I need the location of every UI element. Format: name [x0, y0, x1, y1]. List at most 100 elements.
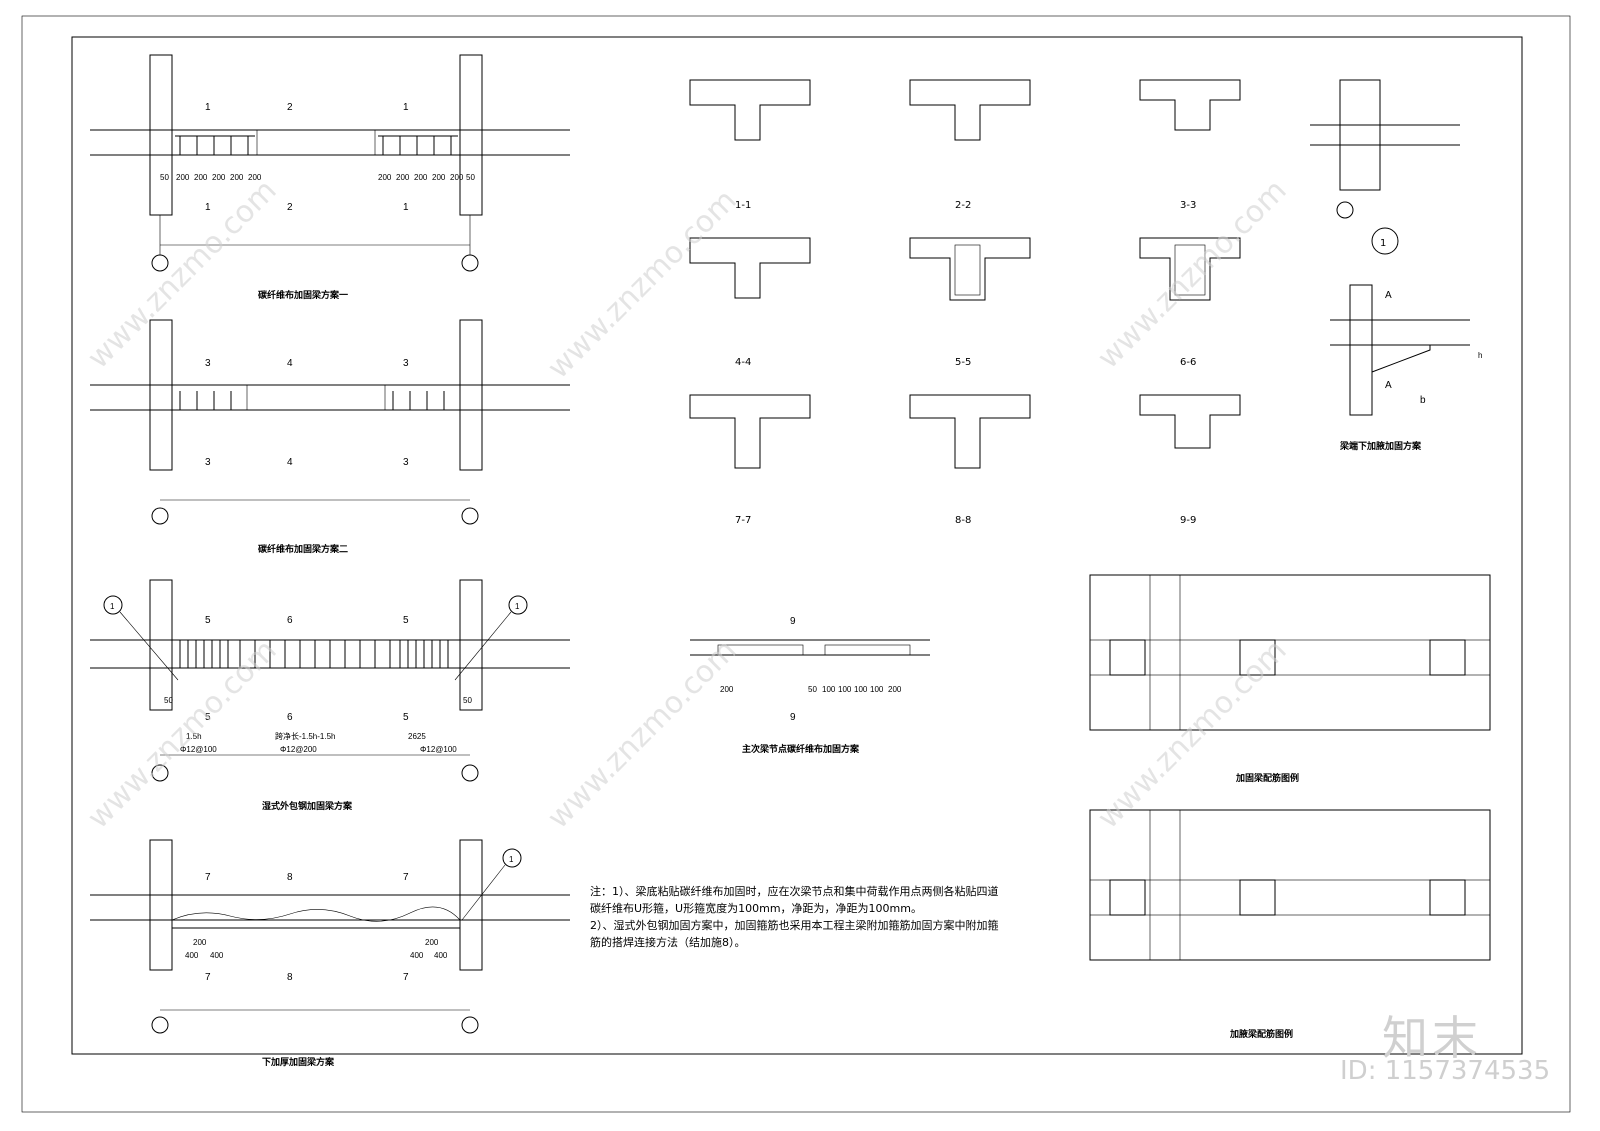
s3-dim-2: 跨净长-1.5h-1.5h — [275, 731, 335, 741]
s2-cut-bot-1: 3 — [205, 457, 211, 468]
section-6-6 — [1139, 237, 1241, 301]
s4-cut-bot-2: 8 — [287, 972, 293, 983]
s1-cut-bot-3: 1 — [403, 202, 409, 213]
joint-elevation: 9 9 200 50 100 100 100 100 200 — [690, 616, 930, 723]
s3-cut-top-1: 5 — [205, 615, 211, 626]
watermark-1: www.znzmo.com — [81, 173, 284, 376]
watermark-5: www.znzmo.com — [541, 633, 744, 836]
section-8-8 — [909, 394, 1031, 469]
s4-cut-top-3: 7 — [403, 872, 409, 883]
s3-cut-top-2: 6 — [287, 615, 293, 626]
s3-dim-1: 1.5h — [186, 732, 202, 741]
s4-cut-top-2: 8 — [287, 872, 293, 883]
s4-dim-6: 400 — [434, 951, 448, 960]
scheme2-elevation: 3 4 3 3 4 3 — [90, 319, 570, 525]
note-line-4: 筋的搭焊连接方法（结加施8）。 — [590, 936, 746, 949]
section-1-1 — [689, 79, 811, 141]
section-3-3 — [1139, 79, 1241, 131]
s2-cut-top-3: 3 — [403, 358, 409, 369]
s1-dim-r0: 200 — [378, 173, 392, 182]
section-4-4 — [689, 237, 811, 299]
s1-dim-r1: 200 — [396, 173, 410, 182]
joint-dim-r5: 200 — [888, 685, 902, 694]
s4-dim-2: 400 — [185, 951, 199, 960]
section-label-4-4: 4-4 — [735, 357, 751, 368]
s1-cut-bot-2: 2 — [287, 202, 293, 213]
joint-dim-r1: 100 — [822, 685, 836, 694]
joint-dim-r4: 100 — [870, 685, 884, 694]
haunch-label-b: b — [1420, 395, 1426, 406]
joint-dim-left: 200 — [720, 685, 734, 694]
detail-1: 1 — [1310, 79, 1460, 255]
scheme4-elevation: 7 8 7 7 8 7 200 400 400 200 400 400 1 — [90, 839, 570, 1034]
s3-marker-r: 1 — [515, 602, 520, 611]
beam-end-title: 梁端下加腋加固方案 — [1339, 440, 1422, 452]
scheme1-title: 碳纤维布加固梁方案一 — [258, 289, 348, 301]
s3-stirrup-2: Φ12@200 — [280, 745, 317, 754]
s2-cut-top-1: 3 — [205, 358, 211, 369]
section-5-5 — [909, 237, 1031, 301]
s1-dim-l3: 200 — [212, 173, 226, 182]
s2-cut-bot-2: 4 — [287, 457, 293, 468]
s1-dim-l5: 200 — [248, 173, 262, 182]
brand-logo: 知末 — [1382, 1011, 1482, 1065]
s4-cut-bot-1: 7 — [205, 972, 211, 983]
inner-frame — [71, 36, 1523, 1055]
s1-cut-top-3: 1 — [403, 102, 409, 113]
joint-cut-bot: 9 — [790, 712, 796, 723]
s4-cut-top-1: 7 — [205, 872, 211, 883]
s4-cut-bot-3: 7 — [403, 972, 409, 983]
section-7-7 — [689, 394, 811, 469]
watermark-6: www.znzmo.com — [1091, 633, 1294, 836]
watermark-2: www.znzmo.com — [541, 183, 744, 386]
s4-dim-3: 400 — [210, 951, 224, 960]
s4-dim-4: 200 — [425, 938, 439, 947]
s1-dim-r4: 200 — [450, 173, 464, 182]
s3-stirrup-1: Φ12@100 — [180, 745, 217, 754]
joint-dim-r2: 100 — [838, 685, 852, 694]
detail-1-marker: 1 — [1380, 238, 1386, 249]
note-line-1: 注：1）、梁底粘贴碳纤维布加固时，应在次梁节点和集中荷载作用点两侧各粘贴四道 — [590, 885, 999, 898]
haunch-label-h: h — [1478, 351, 1482, 360]
haunch-label-a-top: A — [1385, 290, 1392, 301]
s3-cut-top-3: 5 — [403, 615, 409, 626]
section-label-7-7: 7-7 — [735, 515, 751, 526]
joint-title: 主次梁节点碳纤维布加固方案 — [742, 743, 860, 755]
s4-marker: 1 — [509, 855, 514, 864]
s3-marker-l: 1 — [110, 602, 115, 611]
s4-dim-5: 400 — [410, 951, 424, 960]
s3-dim-edge-l: 50 — [164, 696, 173, 705]
s1-dim-l1: 200 — [176, 173, 190, 182]
scheme4-title: 下加厚加固梁方案 — [262, 1056, 335, 1068]
section-label-8-8: 8-8 — [955, 515, 971, 526]
section-2-2 — [909, 79, 1031, 141]
section-label-2-2: 2-2 — [955, 200, 971, 211]
legend1-title: 加固梁配筋图例 — [1235, 772, 1299, 784]
s1-cut-top-1: 1 — [205, 102, 211, 113]
s1-cut-bot-1: 1 — [205, 202, 211, 213]
s3-cut-bot-2: 6 — [287, 712, 293, 723]
s1-cut-top-2: 2 — [287, 102, 293, 113]
s1-dim-r2: 200 — [414, 173, 428, 182]
s3-dim-edge-r: 50 — [463, 696, 472, 705]
image-id: ID: 1157374535 — [1340, 1056, 1551, 1086]
s3-dim-3: 2625 — [408, 732, 426, 741]
legend2-title: 加腋梁配筋图例 — [1229, 1028, 1293, 1040]
joint-dim-r3: 100 — [854, 685, 868, 694]
note-line-3: 2）、湿式外包钢加固方案中，加固箍筋也采用本工程主梁附加箍筋加固方案中附加箍 — [590, 919, 999, 932]
scheme3-elevation: 5 6 5 5 6 5 50 50 1.5h 跨净长-1.5h-1.5h 262… — [90, 579, 570, 782]
s1-dim-l2: 200 — [194, 173, 208, 182]
haunch-label-a-bot: A — [1385, 380, 1392, 391]
s2-cut-bot-3: 3 — [403, 457, 409, 468]
section-9-9 — [1139, 394, 1241, 449]
s3-cut-bot-3: 5 — [403, 712, 409, 723]
legend2-plan — [1089, 809, 1491, 961]
section-label-6-6: 6-6 — [1180, 357, 1196, 368]
scheme1-elevation: 1 2 1 1 2 1 50 200 200 200 200 200 200 2… — [90, 54, 570, 272]
joint-dim-r0: 50 — [808, 685, 817, 694]
outer-frame — [21, 15, 1571, 1113]
s3-cut-bot-1: 5 — [205, 712, 211, 723]
s1-dim-r5: 50 — [466, 173, 475, 182]
s1-dim-l0: 50 — [160, 173, 169, 182]
